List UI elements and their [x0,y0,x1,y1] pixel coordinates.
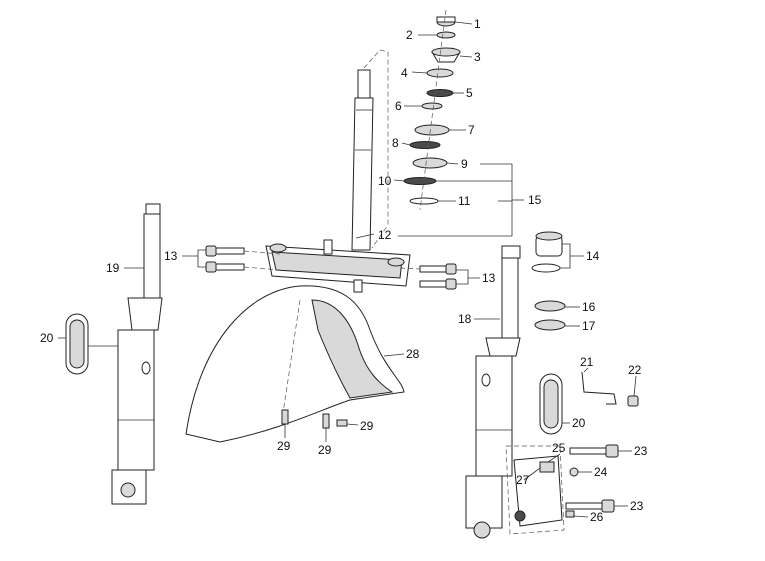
callout-16: 16 [582,300,596,314]
brake-caliper [505,444,619,535]
triple-clamp [265,239,411,293]
callout-8: 8 [392,136,399,150]
callout-12: 12 [378,228,392,242]
callout-3: 3 [474,50,481,64]
callout-19: 19 [106,261,120,275]
clamp-bolts-right [399,263,457,290]
callout-29-left: 29 [277,439,291,453]
callout-7: 7 [468,123,475,137]
callout-labels: 1 2 3 4 5 6 7 8 9 10 11 12 13 13 14 15 1… [40,17,648,524]
callout-4: 4 [401,66,408,80]
fork-seals [531,231,566,331]
callout-26: 26 [590,510,604,524]
callout-27: 27 [516,473,530,487]
callout-15: 15 [528,193,542,207]
callout-29-right: 29 [360,419,374,433]
callout-22: 22 [628,363,642,377]
reflector-left [65,313,89,375]
callout-18: 18 [458,312,472,326]
right-fork-leg [465,245,521,539]
hose-bracket [581,371,639,407]
callout-1: 1 [474,17,481,31]
bearing-stack [403,9,461,211]
callout-9: 9 [461,157,468,171]
front-fender [185,285,405,443]
callout-6: 6 [395,99,402,113]
callout-13-left: 13 [164,249,178,263]
leader-lines [58,21,637,518]
callout-10: 10 [378,174,392,188]
callout-14: 14 [586,249,600,263]
callout-17: 17 [582,319,596,333]
callout-20-left: 20 [40,331,54,345]
callout-28: 28 [406,347,420,361]
callout-23-bottom: 23 [630,499,644,513]
callout-23-top: 23 [634,444,648,458]
callout-5: 5 [466,86,473,100]
callout-11: 11 [458,194,471,208]
reflector-right [539,373,563,435]
callout-24: 24 [594,465,608,479]
left-fork-leg [111,203,163,505]
callout-21: 21 [580,355,594,369]
callout-2: 2 [406,28,413,42]
steering-stem [351,49,389,251]
callout-13-right: 13 [482,271,496,285]
callout-29-middle: 29 [318,443,332,457]
callout-25: 25 [552,441,566,455]
callout-20-right: 20 [572,416,586,430]
